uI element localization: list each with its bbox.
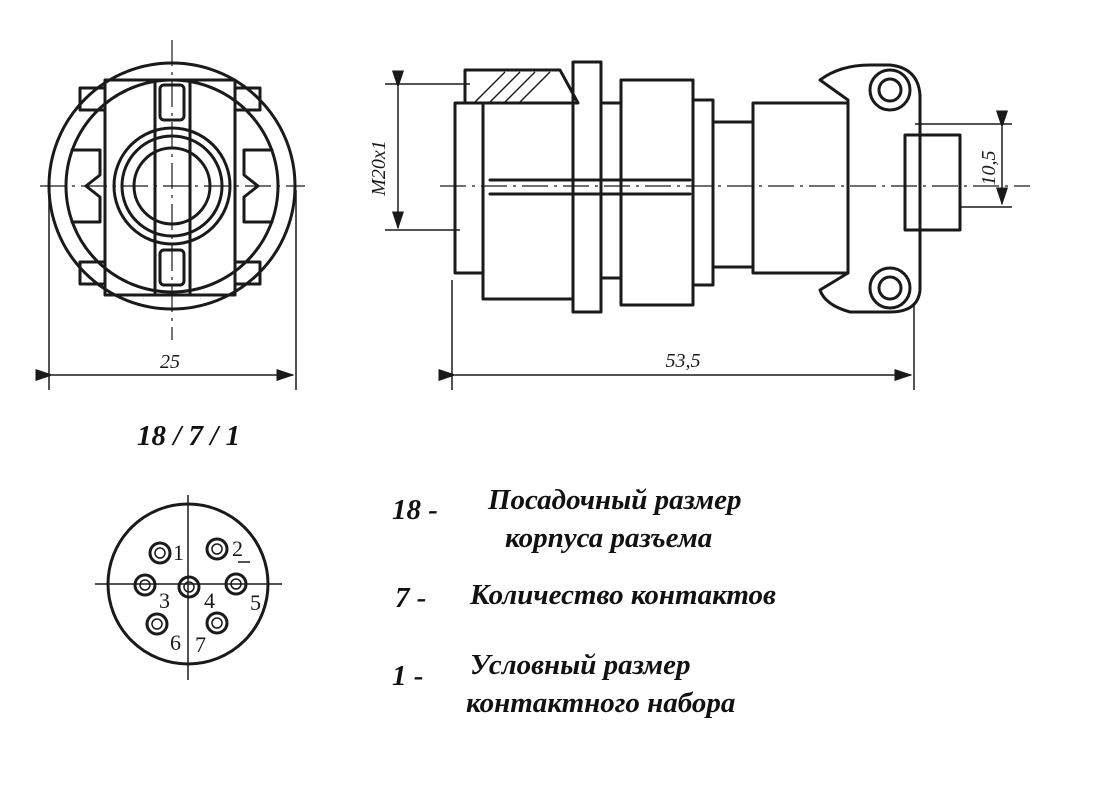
legend-text-3a: Условный размер [470, 649, 691, 681]
pin-label-7: 7 [195, 632, 206, 657]
pin-2 [205, 537, 229, 561]
designation-code: 18 / 7 / 1 [137, 420, 241, 452]
pin-3 [133, 573, 157, 597]
dimension-width: 25 [35, 190, 297, 390]
pin-label-5: 5 [250, 590, 261, 615]
pin-label-2: 2 [232, 536, 243, 561]
pin-7 [205, 611, 229, 635]
dimension-thread: M20x1 [368, 70, 470, 231]
legend-number-1: 18 - [392, 494, 438, 526]
front-view [40, 40, 305, 340]
dim-thread-label: M20x1 [368, 140, 390, 197]
dim-width-label: 25 [160, 351, 180, 373]
legend-text-2: Количество контактов [470, 579, 777, 611]
dim-tail-label: 10,5 [978, 151, 1000, 186]
legend-text-3b: контактного набора [466, 687, 736, 719]
legend-number-2: 7 - [395, 582, 427, 614]
dimension-tail: 10,5 [915, 110, 1012, 208]
pin-layout: 1 2 3 4 5 6 7 [95, 495, 282, 680]
dim-length-label: 53,5 [666, 350, 701, 372]
legend-text-1a: Посадочный размер [488, 484, 742, 516]
pin-5 [224, 572, 248, 596]
side-view [440, 60, 1030, 314]
pin-label-6: 6 [170, 630, 181, 655]
pin-label-3: 3 [159, 588, 170, 613]
dimension-length: 53,5 [438, 280, 915, 390]
legend-number-3: 1 - [392, 660, 424, 692]
pin-label-4: 4 [204, 588, 215, 613]
pin-1 [148, 541, 172, 565]
pin-label-1: 1 [173, 540, 184, 565]
pin-6 [145, 612, 169, 636]
legend-text-1b: корпуса разъема [505, 522, 713, 554]
pin-4 [177, 575, 201, 599]
